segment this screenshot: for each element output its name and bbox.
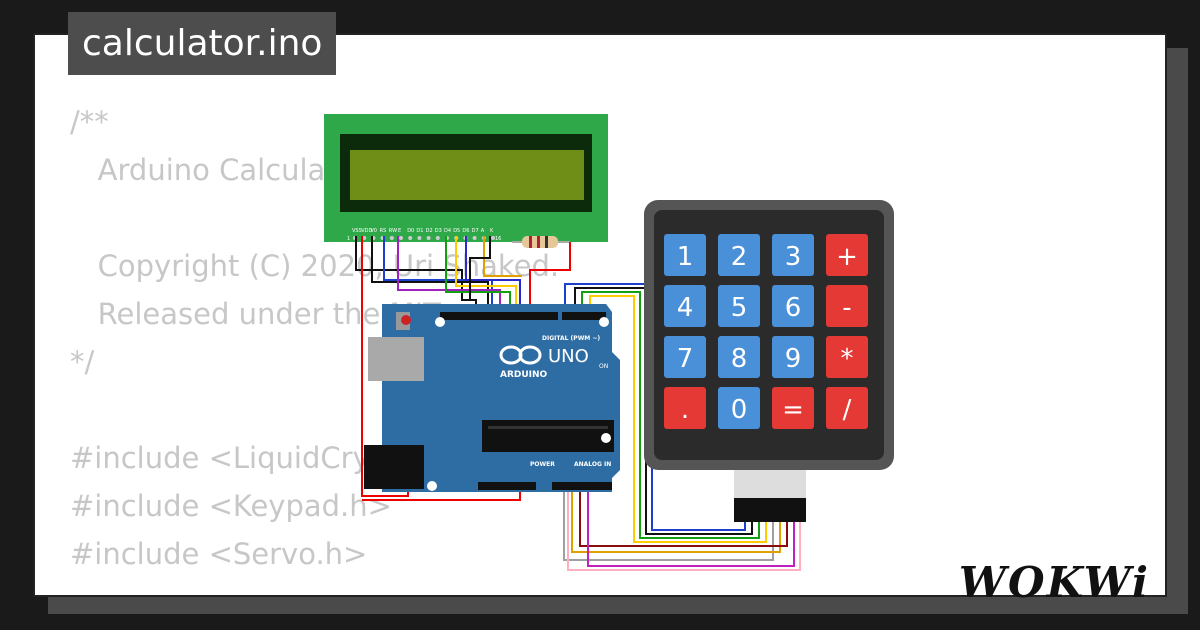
keypad-key[interactable] (826, 336, 868, 378)
keypad-key-label: = (782, 395, 804, 425)
lcd-pin[interactable] (389, 236, 394, 240)
board-model-label: UNO (548, 346, 589, 367)
keypad-key-label: 4 (677, 293, 694, 323)
code-line: Copyright (C) 2020, Uri Shaked. (70, 249, 560, 283)
keypad-key-label: 9 (785, 344, 802, 374)
keypad-key[interactable] (826, 234, 868, 276)
code-line: #include <Servo.h> (70, 537, 368, 571)
arduino-logo-icon (499, 345, 542, 365)
lcd-pin-label: V0 (370, 228, 377, 234)
lcd-pin-label: D1 (416, 228, 423, 234)
lcd-pin[interactable] (491, 236, 495, 240)
keypad-4x4[interactable]: 1 2 3 +4 5 6 - 7 8 9 *. 0 = / (644, 200, 894, 522)
lcd-pin[interactable] (426, 236, 431, 240)
lcd-pin-label: D7 (472, 228, 479, 234)
board-brand-label: ARDUINO (500, 370, 548, 380)
lcd-pin[interactable] (408, 236, 413, 240)
keypad-key[interactable] (718, 336, 760, 378)
power-header-label: POWER (530, 461, 555, 468)
keypad-key[interactable] (664, 234, 706, 276)
keypad-key-label: 0 (731, 395, 748, 425)
wokwi-logo: WOKWi (958, 558, 1150, 607)
file-title: calculator.ino (68, 12, 337, 75)
lcd-pin-label: D4 (444, 228, 451, 234)
keypad-key[interactable] (664, 285, 706, 327)
keypad-key[interactable] (664, 387, 706, 429)
keypad-key-label: + (836, 242, 858, 272)
keypad-key-label: / (843, 395, 852, 425)
digital-header-label: DIGITAL (PWM ~) (542, 335, 600, 342)
arduino-uno-board[interactable]: UNO ARDUINO DIGITAL (PWM ~) POWER ANALOG… (364, 304, 620, 492)
keypad-key-label: 7 (677, 344, 694, 374)
keypad-key[interactable] (664, 336, 706, 378)
analog-header-label: ANALOG IN (574, 461, 611, 468)
svg-text:16: 16 (495, 236, 501, 242)
lcd-pin-label: D6 (462, 228, 469, 234)
lcd-pin-label: A (481, 228, 485, 234)
resistor[interactable] (512, 236, 570, 248)
lcd-pin-label: D3 (435, 228, 442, 234)
keypad-key[interactable] (718, 285, 760, 327)
keypad-key-label: 6 (785, 293, 802, 323)
lcd-pin[interactable] (472, 236, 477, 240)
keypad-key[interactable] (718, 234, 760, 276)
power-led-label: ON (599, 363, 608, 370)
keypad-key-label: 3 (785, 242, 802, 272)
lcd-pin-label: RW (389, 228, 397, 234)
lcd-pin-label: D0 (407, 228, 414, 234)
keypad-key-label: 1 (677, 242, 694, 272)
lcd-pin-label: D2 (426, 228, 433, 234)
keypad-key-label: 8 (731, 344, 748, 374)
keypad-key[interactable] (772, 285, 814, 327)
lcd-pin[interactable] (399, 236, 403, 240)
keypad-key[interactable] (826, 285, 868, 327)
code-line: */ (70, 345, 95, 379)
lcd-pin[interactable] (417, 236, 422, 240)
keypad-key[interactable] (826, 387, 868, 429)
keypad-key-label: . (681, 395, 689, 425)
lcd-pin-label: VDD (361, 228, 372, 234)
svg-text:1: 1 (347, 236, 350, 242)
keypad-key-label: 2 (731, 242, 748, 272)
lcd-pin[interactable] (435, 236, 440, 240)
keypad-key[interactable] (718, 387, 760, 429)
lcd-pin[interactable] (362, 236, 367, 240)
keypad-key[interactable] (772, 387, 814, 429)
lcd-pin-label: RS (380, 228, 387, 234)
lcd-pin-label: D5 (453, 228, 460, 234)
keypad-key[interactable] (772, 336, 814, 378)
lcd-pin-label: E (398, 228, 401, 234)
code-line: /** (70, 105, 109, 139)
keypad-key-label: 5 (731, 293, 748, 323)
lcd-pin-label: VSS (352, 228, 362, 234)
keypad-key-label: - (842, 293, 851, 323)
keypad-key[interactable] (772, 234, 814, 276)
lcd-pin-label: K (490, 228, 494, 234)
keypad-key-label: * (841, 344, 854, 374)
